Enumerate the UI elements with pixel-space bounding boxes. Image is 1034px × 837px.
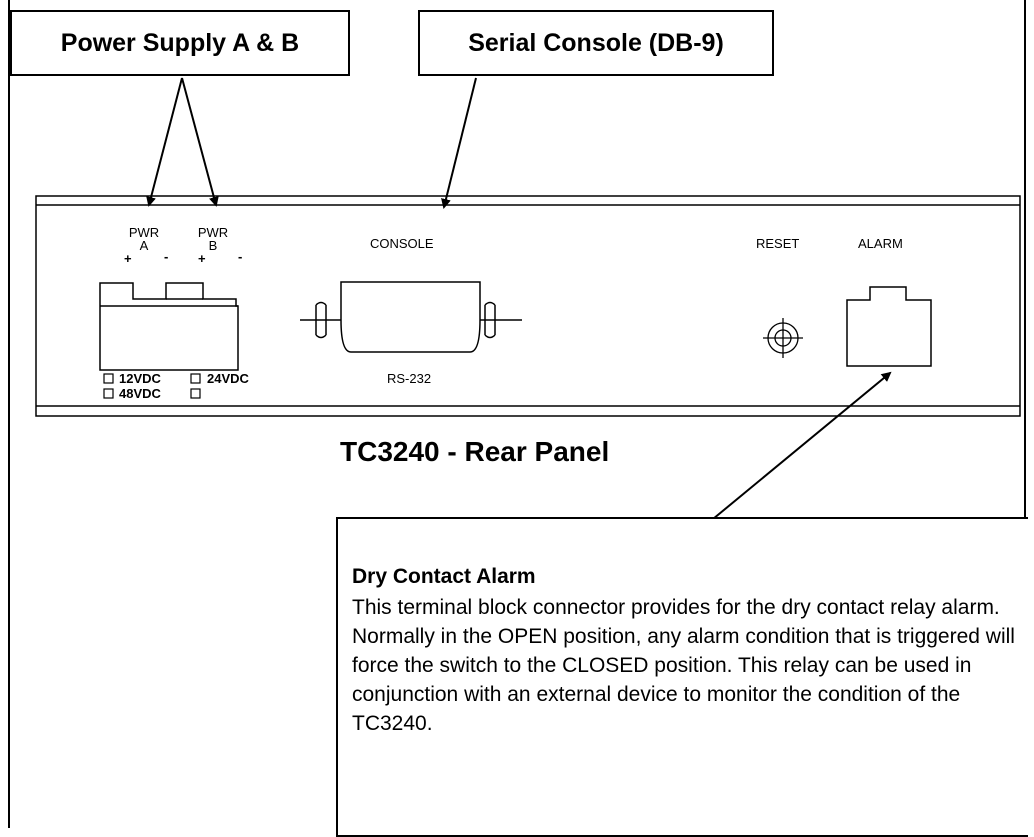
panel-title: TC3240 - Rear Panel (340, 436, 610, 467)
arrow-to-console (441, 77, 477, 209)
alarm-note-box: Dry Contact Alarm This terminal block co… (336, 517, 1028, 837)
voltage-48vdc: 48VDC (119, 386, 161, 401)
chassis-outline (35, 195, 1021, 417)
page-frame (8, 0, 1026, 828)
checkbox-12vdc (103, 373, 114, 384)
alarm-terminal (846, 286, 932, 367)
pwr-b-plus: + (198, 251, 206, 266)
arrow-to-pwr-b (181, 77, 219, 207)
reset-label: RESET (756, 236, 800, 251)
checkbox-blank (190, 388, 201, 399)
serial-console-callout: Serial Console (DB-9) (418, 10, 774, 76)
alarm-label: ALARM (858, 236, 903, 251)
checkbox-24vdc (190, 373, 201, 384)
power-supply-callout: Power Supply A & B (10, 10, 350, 76)
voltage-checkboxes (103, 373, 201, 399)
db9-connector (300, 281, 522, 353)
voltage-12vdc: 12VDC (119, 371, 161, 386)
checkbox-48vdc (103, 388, 114, 399)
voltage-24vdc: 24VDC (207, 371, 249, 386)
arrow-to-alarm (712, 371, 892, 520)
pwr-b-minus: - (238, 249, 243, 264)
arrow-to-pwr-a (146, 77, 183, 207)
alarm-note-heading: Dry Contact Alarm (352, 565, 536, 588)
callout-arrows (146, 77, 892, 520)
alarm-note-description: This terminal block connector provides f… (352, 596, 1015, 735)
pwr-a-minus: - (164, 249, 169, 264)
rs232-label: RS-232 (387, 371, 432, 386)
reset-button-icon (763, 318, 803, 358)
console-label: CONSOLE (370, 236, 434, 251)
power-terminal-block (99, 282, 239, 371)
pwr-a-plus: + (124, 251, 132, 266)
